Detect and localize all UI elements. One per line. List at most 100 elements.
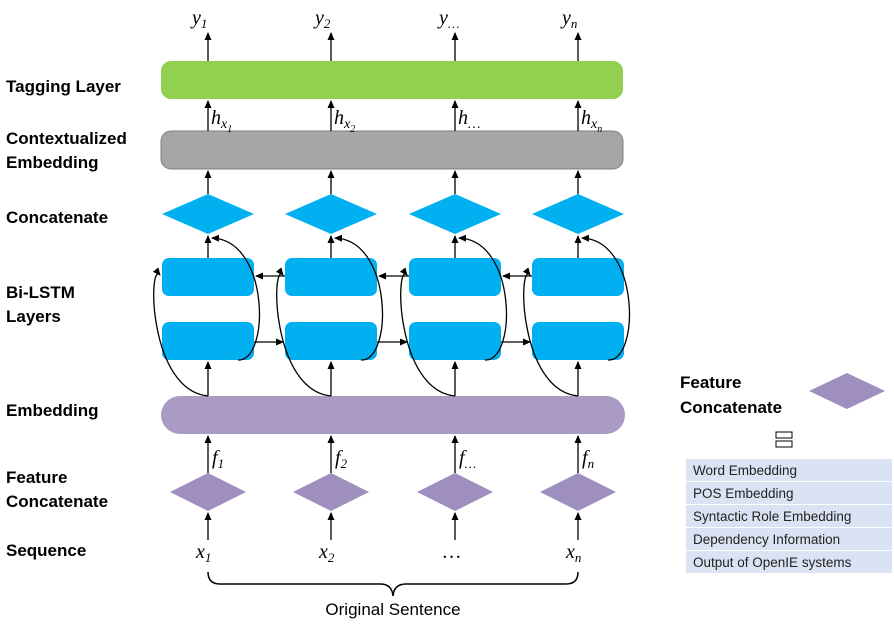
hidden-label-sub: x bbox=[343, 117, 351, 132]
legend-equivalence-icon bbox=[775, 431, 793, 448]
concatenate-diamond bbox=[409, 194, 501, 234]
legend-row bbox=[686, 528, 892, 550]
output-label-base: y bbox=[190, 7, 201, 29]
concatenate-label: Concatenate bbox=[6, 208, 108, 227]
input-label-sub: 2 bbox=[328, 550, 335, 565]
output-label-4: yn bbox=[560, 7, 577, 31]
input-label-sub: n bbox=[575, 550, 582, 565]
legend-feature-label-line2: Concatenate bbox=[680, 398, 782, 417]
input-label-base: … bbox=[443, 541, 461, 563]
hidden-label-subsub: 1 bbox=[227, 124, 232, 135]
hidden-label-subsub: 2 bbox=[350, 124, 355, 135]
arrow-embedding-to-backward bbox=[152, 267, 209, 397]
output-label-sub: … bbox=[448, 16, 460, 31]
hidden-label-base: h bbox=[334, 107, 344, 129]
hidden-label-base: h bbox=[581, 107, 591, 129]
output-label-sub: 1 bbox=[201, 16, 208, 31]
legend-item-label: POS Embedding bbox=[693, 486, 794, 501]
output-label-2: y2 bbox=[313, 7, 331, 31]
legend-row bbox=[686, 505, 892, 527]
forward-lstm-cell bbox=[285, 322, 377, 360]
backward-lstm-cell bbox=[285, 258, 377, 296]
feature-concatenate-label-line1: Feature bbox=[6, 468, 67, 487]
hidden-label-sub: … bbox=[468, 117, 480, 132]
input-label-4: xn bbox=[565, 541, 581, 565]
legend-feature-label-line1: Feature bbox=[680, 373, 741, 392]
input-label-base: x bbox=[318, 541, 328, 563]
input-label-sub: 1 bbox=[205, 550, 212, 565]
forward-lstm-cell bbox=[409, 322, 501, 360]
concatenate-diamond bbox=[532, 194, 624, 234]
contextualized-embedding-label-line2: Embedding bbox=[6, 153, 99, 172]
tagging-layer-label: Tagging Layer bbox=[6, 77, 121, 96]
hidden-label-sub: x bbox=[590, 117, 598, 132]
input-label-base: x bbox=[565, 541, 575, 563]
hidden-label-3: h… bbox=[458, 107, 480, 132]
hidden-label-base: h bbox=[211, 107, 221, 129]
hidden-label-base: h bbox=[458, 107, 468, 129]
feature-label-base: f bbox=[459, 447, 467, 469]
feature-concatenate-diamond bbox=[170, 473, 246, 511]
backward-lstm-cell bbox=[409, 258, 501, 296]
legend-item-label: Dependency Information bbox=[693, 532, 840, 547]
arrow-forward-to-concat bbox=[334, 234, 384, 361]
hidden-label-1: hx1 bbox=[211, 107, 232, 135]
hidden-label-2: hx2 bbox=[334, 107, 355, 135]
feature-concatenate-diamond bbox=[293, 473, 369, 511]
embedding-bar bbox=[161, 396, 625, 434]
legend-row bbox=[686, 459, 892, 481]
feature-label-base: f bbox=[212, 447, 220, 469]
legend-item-label: Output of OpenIE systems bbox=[693, 555, 852, 570]
legend-row bbox=[686, 482, 892, 504]
embedding-label: Embedding bbox=[6, 401, 99, 420]
feature-label-sub: … bbox=[465, 456, 477, 471]
feature-label-3: f… bbox=[459, 447, 476, 471]
legend-feature-diamond bbox=[809, 373, 885, 409]
forward-lstm-cell bbox=[532, 322, 624, 360]
sequence-label: Sequence bbox=[6, 541, 86, 560]
legend-row bbox=[686, 551, 892, 573]
arrow-forward-to-concat bbox=[458, 234, 508, 361]
feature-label-sub: 1 bbox=[218, 456, 225, 471]
feature-label-4: fn bbox=[582, 447, 594, 471]
contextualized-embedding-bar bbox=[160, 130, 624, 170]
tagging-layer-bar bbox=[161, 61, 623, 99]
feature-label-2: f2 bbox=[335, 447, 348, 471]
legend-item-label: Syntactic Role Embedding bbox=[693, 509, 851, 524]
input-label-2: x2 bbox=[318, 541, 335, 565]
feature-label-sub: 2 bbox=[341, 456, 348, 471]
output-label-sub: 2 bbox=[324, 16, 331, 31]
bilstm-label-line1: Bi-LSTM bbox=[6, 283, 75, 302]
input-label-base: x bbox=[195, 541, 205, 563]
forward-lstm-cell bbox=[162, 322, 254, 360]
hidden-label-subsub: n bbox=[597, 124, 602, 135]
input-label-1: x1 bbox=[195, 541, 211, 565]
feature-concatenate-diamond bbox=[417, 473, 493, 511]
arrow-forward-to-concat bbox=[581, 234, 631, 361]
output-label-3: y… bbox=[437, 7, 459, 31]
output-label-base: y bbox=[560, 7, 571, 29]
concatenate-diamond bbox=[285, 194, 377, 234]
hidden-label-sub: x bbox=[220, 117, 228, 132]
output-label-base: y bbox=[437, 7, 448, 29]
output-label-1: y1 bbox=[190, 7, 207, 31]
input-label-3: … bbox=[443, 541, 461, 563]
feature-concatenate-diamond bbox=[540, 473, 616, 511]
feature-label-base: f bbox=[582, 447, 590, 469]
arrow-forward-to-concat bbox=[211, 234, 261, 361]
output-label-base: y bbox=[313, 7, 324, 29]
original-sentence-label: Original Sentence bbox=[325, 600, 460, 619]
backward-lstm-cell bbox=[162, 258, 254, 296]
concatenate-diamond bbox=[162, 194, 254, 234]
contextualized-embedding-label-line1: Contextualized bbox=[6, 129, 127, 148]
hidden-label-4: hxn bbox=[581, 107, 602, 135]
feature-concatenate-label-line2: Concatenate bbox=[6, 492, 108, 511]
sentence-brace bbox=[207, 571, 579, 597]
bilstm-label-line2: Layers bbox=[6, 307, 61, 326]
backward-lstm-cell bbox=[532, 258, 624, 296]
feature-label-sub: n bbox=[588, 456, 595, 471]
output-label-sub: n bbox=[571, 16, 578, 31]
